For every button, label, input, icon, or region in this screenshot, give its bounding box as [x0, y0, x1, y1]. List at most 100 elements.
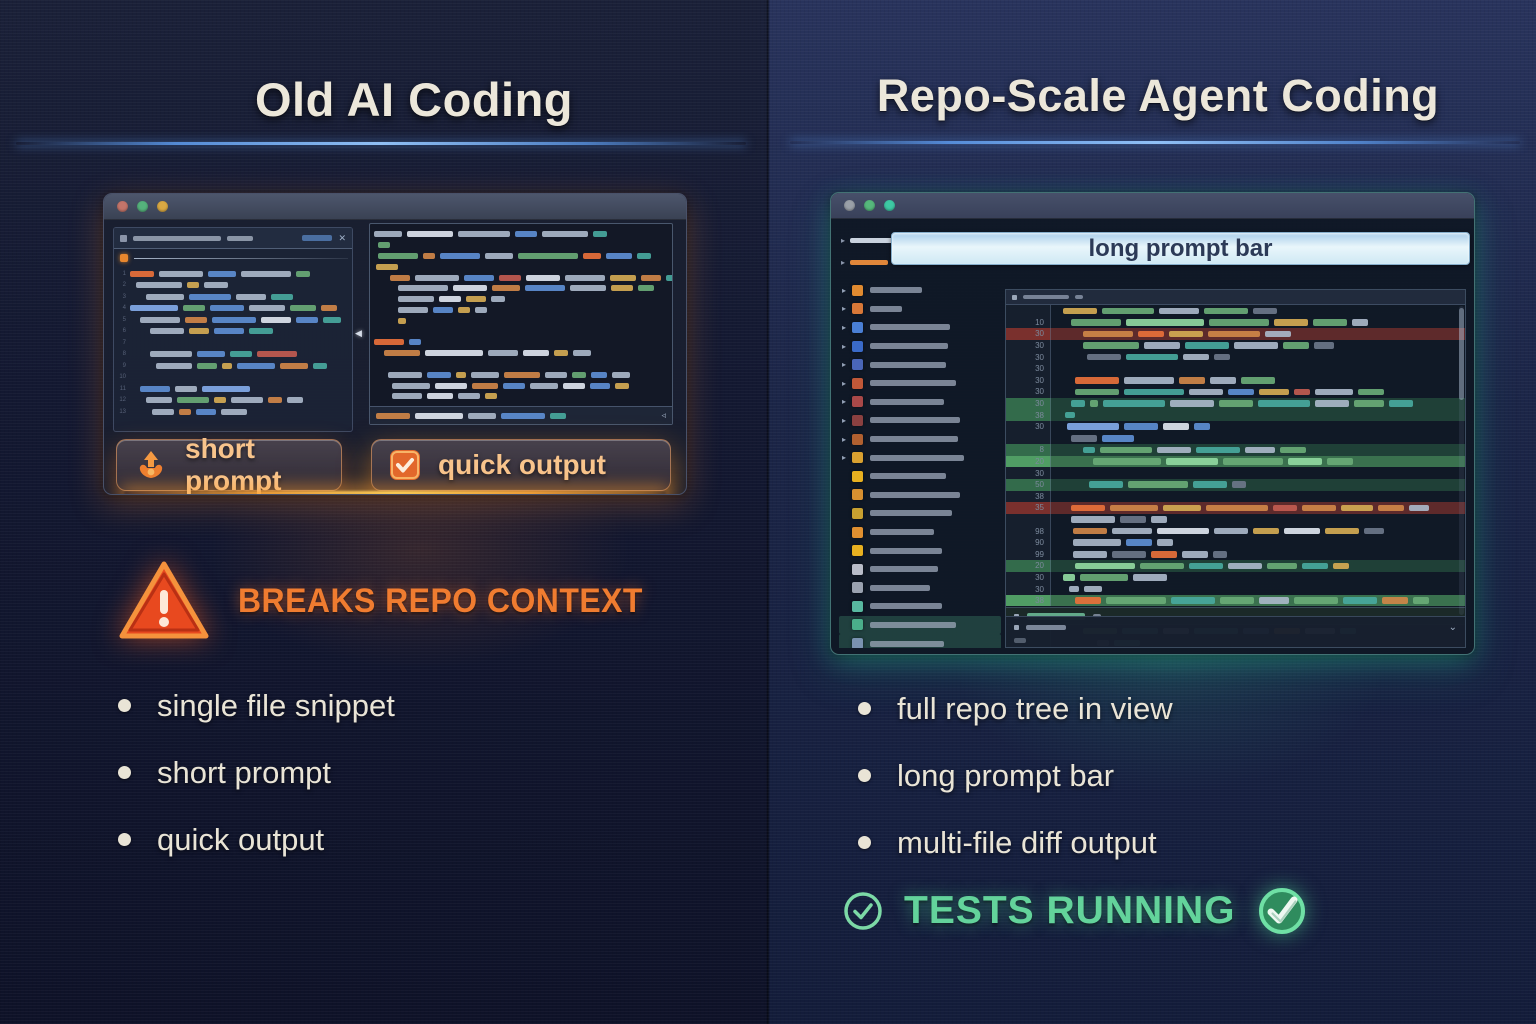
tree-item[interactable]	[839, 597, 1001, 616]
code-segment	[159, 270, 203, 277]
tree-item[interactable]	[839, 560, 1001, 579]
traffic-light-dot[interactable]	[864, 200, 875, 211]
code-segment	[435, 382, 467, 389]
hand-prompt-icon	[139, 451, 163, 478]
tree-item[interactable]: ▸	[839, 430, 1001, 449]
quick-output-button[interactable]: quick output	[371, 439, 671, 491]
code-segment	[518, 252, 578, 259]
tree-item[interactable]: ▸	[839, 337, 1001, 356]
file-type-icon	[852, 284, 863, 296]
code-segment	[1071, 435, 1097, 442]
tree-item[interactable]: ▸	[839, 448, 1001, 467]
check-circle-outline-icon	[844, 892, 882, 930]
code-segment	[440, 252, 480, 259]
code-line	[114, 383, 352, 395]
code-segment	[1294, 597, 1338, 604]
tree-item[interactable]	[839, 579, 1001, 598]
sidebar-root-item[interactable]: ▸	[841, 258, 889, 267]
code-segment	[280, 362, 308, 369]
code-segment	[376, 412, 410, 419]
code-segment	[615, 382, 629, 389]
code-segment	[1073, 551, 1107, 558]
code-segment	[1075, 562, 1135, 570]
tree-item[interactable]	[839, 467, 1001, 486]
code-segment	[1075, 388, 1119, 396]
code-segment	[427, 393, 453, 400]
sidebar-root-item[interactable]: ▸	[841, 236, 897, 245]
line-number: 38	[1006, 490, 1051, 503]
diff-line-addb: 38	[1006, 594, 1465, 607]
code-segment	[472, 382, 498, 389]
chevron-left-icon[interactable]: ◃	[661, 410, 666, 420]
tree-item[interactable]	[839, 504, 1001, 523]
tree-item[interactable]: ▸	[839, 355, 1001, 374]
panel-split-arrow-icon[interactable]: ◀	[355, 328, 362, 338]
code-segment	[1210, 377, 1236, 384]
code-segment	[1273, 504, 1297, 512]
tree-item[interactable]: ▸	[839, 300, 1001, 319]
code-segment	[1325, 527, 1359, 535]
diff-file-header[interactable]	[1006, 290, 1465, 305]
tree-item[interactable]	[839, 634, 1001, 648]
code-segment	[1253, 307, 1277, 315]
code-segment	[1193, 481, 1227, 488]
close-tab-icon[interactable]: ✕	[338, 232, 346, 243]
collapsed-file-section[interactable]: ⌄	[1006, 616, 1465, 647]
code-segment	[1189, 388, 1223, 396]
tree-item[interactable]: ▸	[839, 281, 1001, 300]
code-segment	[313, 362, 327, 369]
code-segment	[1208, 330, 1260, 338]
scrollbar-thumb[interactable]	[1459, 308, 1464, 400]
chevron-icon: ▸	[842, 415, 847, 425]
traffic-light-dot[interactable]	[844, 200, 855, 211]
diff-file-name	[1023, 295, 1069, 299]
traffic-light-dot[interactable]	[137, 201, 148, 212]
tree-item[interactable]	[839, 541, 1001, 560]
code-segment	[1170, 400, 1214, 407]
file-type-icon	[852, 396, 863, 408]
short-prompt-button[interactable]: short prompt	[116, 433, 342, 494]
chevron-down-icon[interactable]: ⌄	[1448, 622, 1457, 633]
line-number: 35	[1006, 502, 1051, 514]
code-segment	[407, 231, 453, 238]
long-prompt-bar-input[interactable]: long prompt bar	[891, 232, 1470, 265]
code-segment	[1083, 446, 1095, 454]
code-segment	[1182, 551, 1208, 558]
code-segment	[611, 285, 633, 292]
code-segment	[1274, 319, 1308, 326]
traffic-light-dot[interactable]	[884, 200, 895, 211]
editor-tab-bar[interactable]: ✕	[114, 228, 352, 249]
code-segment	[1083, 330, 1133, 338]
code-segment	[296, 316, 318, 323]
left-background	[0, 0, 768, 1024]
tree-item[interactable]	[839, 523, 1001, 542]
code-segment	[1354, 400, 1384, 407]
code-segment	[1103, 400, 1165, 407]
code-segment	[214, 328, 244, 335]
code-segment	[1144, 342, 1180, 349]
tree-item-label	[870, 287, 922, 294]
tree-item[interactable]: ▸	[839, 318, 1001, 337]
traffic-light-dot[interactable]	[157, 201, 168, 212]
tree-item[interactable]: ▸	[839, 393, 1001, 412]
code-segment	[1166, 458, 1218, 465]
tree-item[interactable]: ▸	[839, 374, 1001, 393]
diff-scrollbar[interactable]	[1459, 306, 1464, 615]
code-segment	[140, 316, 180, 323]
code-segment	[1080, 574, 1128, 581]
tree-item[interactable]	[839, 615, 1001, 635]
code-line	[114, 372, 352, 384]
tree-item-label	[870, 529, 934, 536]
tree-item[interactable]: ▸	[839, 411, 1001, 430]
bullet-dot	[858, 769, 871, 782]
code-line	[114, 268, 352, 280]
code-segment	[1100, 446, 1152, 454]
diff-line-addb: 20	[1006, 455, 1465, 468]
chevron-icon: ▸	[842, 434, 847, 444]
code-segment	[1133, 574, 1167, 581]
tree-item[interactable]	[839, 486, 1001, 505]
code-segment	[1267, 562, 1297, 570]
code-segment	[1234, 342, 1278, 349]
traffic-light-dot[interactable]	[117, 201, 128, 212]
diff-line-ctx: 30	[1006, 571, 1465, 584]
